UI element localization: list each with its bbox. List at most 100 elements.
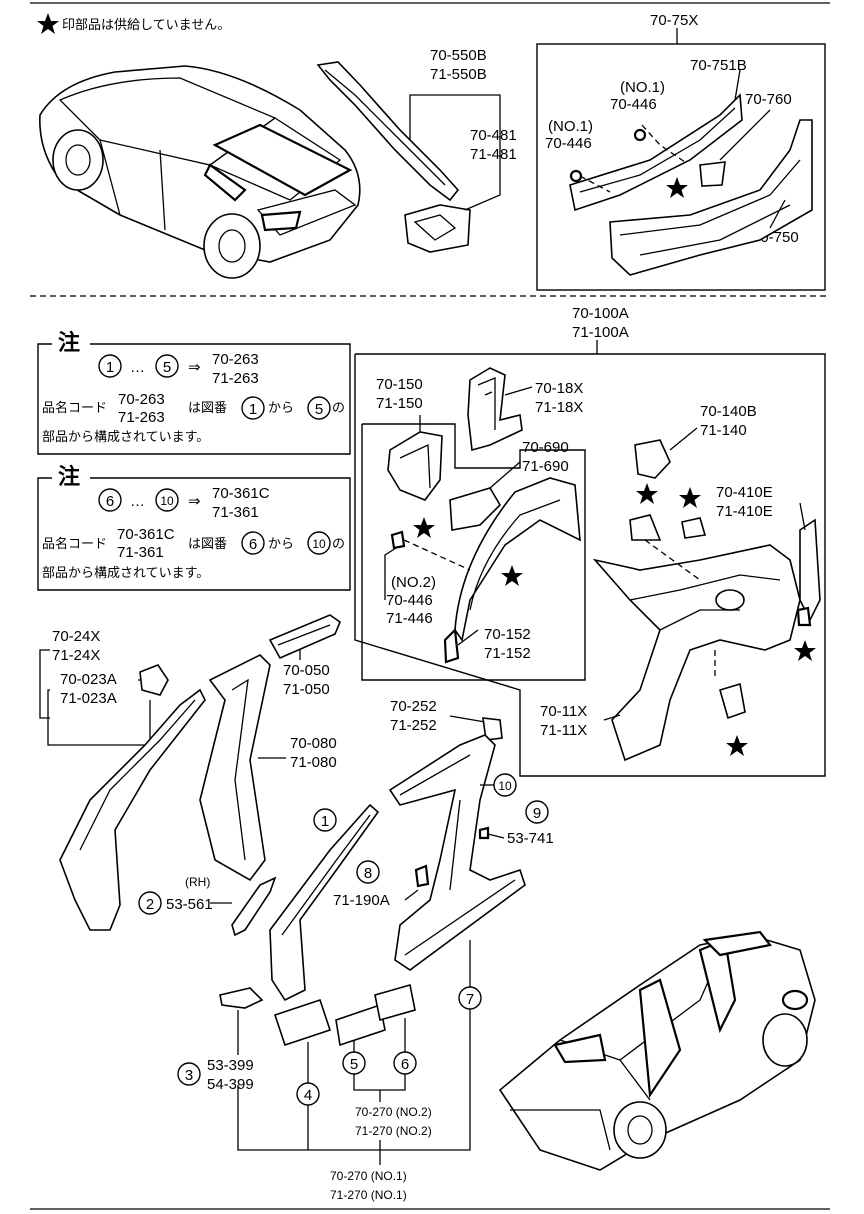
- label-71-080: 71-080: [290, 754, 337, 771]
- star-icon: [37, 13, 59, 34]
- part-1-pillar: [269, 803, 380, 1002]
- label-70-252: 70-252: [390, 698, 437, 715]
- part-5: [335, 1003, 386, 1047]
- label-70-100a: 70-100A: [572, 305, 629, 322]
- part-4: [273, 998, 332, 1047]
- label-no1-b: (NO.1): [548, 118, 593, 135]
- part-70-050: [268, 614, 341, 660]
- car-illustration-rear: [39, 65, 361, 279]
- note1-code1b: 70-263: [118, 391, 165, 408]
- notice: 印部品は供給していません。: [37, 13, 230, 34]
- label-70-410e: 70-410E: [716, 484, 773, 501]
- callout-10: 10: [498, 779, 512, 793]
- label-71-100a: 71-100A: [572, 324, 629, 341]
- note1-circle-b2: 5: [315, 401, 323, 418]
- label-70-140b: 70-140B: [700, 403, 757, 420]
- note2-code1b: 70-361C: [117, 526, 175, 543]
- label-70-270-no1: 70-270 (NO.1): [330, 1169, 407, 1183]
- part-b-pillar-outer: [388, 734, 526, 971]
- label-53-741: 53-741: [507, 830, 554, 847]
- note2-arrow: ⇒: [188, 493, 201, 510]
- callout-6: 6: [401, 1056, 409, 1073]
- note1-arrow: ⇒: [188, 359, 201, 376]
- label-70-75x: 70-75X: [650, 12, 698, 29]
- label-71-11x: 71-11X: [540, 722, 587, 739]
- part-6: [374, 983, 416, 1022]
- label-71-24x: 71-24X: [52, 647, 100, 664]
- car-illustration-front: [498, 930, 816, 1171]
- group-box-70-100a: [354, 353, 826, 777]
- part-b-pillar-inner: [199, 654, 271, 882]
- label-71-050: 71-050: [283, 681, 330, 698]
- note2-no: の: [332, 536, 345, 551]
- callout-3: 3: [185, 1067, 193, 1084]
- note-box-2: 注 6 … 10 ⇒ 70-361C 71-361 品名コード 70-361C …: [37, 464, 351, 591]
- note1-line3: 部品から構成されています。: [42, 429, 209, 444]
- label-70-690: 70-690: [522, 439, 569, 456]
- part-70-550b: [316, 61, 471, 253]
- callout-9: 9: [533, 805, 541, 822]
- label-53-561: 53-561: [166, 896, 213, 913]
- note2-title: 注: [58, 464, 80, 489]
- label-70-080: 70-080: [290, 735, 337, 752]
- callout-4: 4: [304, 1087, 312, 1104]
- note2-circle-b: 10: [160, 494, 174, 508]
- callout-1: 1: [321, 813, 329, 830]
- label-71-140: 71-140: [700, 422, 747, 439]
- label-70-446-a: 70-446: [610, 96, 657, 113]
- note1-title: 注: [58, 330, 80, 355]
- part-71-190a: [414, 864, 430, 888]
- subgroup-box-wheelhouse: [361, 423, 586, 681]
- note2-line2-mid: は図番: [188, 536, 227, 551]
- note2-circle-b2: 10: [312, 537, 326, 551]
- label-70-050: 70-050: [283, 662, 330, 679]
- label-70-11x: 70-11X: [540, 703, 587, 720]
- label-71-270-no1: 71-270 (NO.1): [330, 1188, 407, 1202]
- note1-line2-pre: 品名コード: [42, 400, 107, 415]
- note2-ellipsis: …: [130, 493, 145, 510]
- note1-circle-a2: 1: [249, 401, 257, 418]
- label-71-18x: 71-18X: [535, 399, 583, 416]
- label-70-446: 70-446: [386, 592, 433, 609]
- part-70-75x: [569, 69, 813, 276]
- callout-7: 7: [466, 991, 474, 1008]
- note1-ellipsis: …: [130, 359, 145, 376]
- label-70-023a: 70-023A: [60, 671, 117, 688]
- note2-line3: 部品から構成されています。: [42, 565, 209, 580]
- label-71-150: 71-150: [376, 395, 423, 412]
- label-70-760: 70-760: [745, 91, 792, 108]
- label-70-18x: 70-18X: [535, 380, 583, 397]
- label-71-550b: 71-550B: [430, 66, 487, 83]
- label-54-399: 54-399: [207, 1076, 254, 1093]
- note1-circle-a: 1: [106, 359, 114, 376]
- label-no1-a: (NO.1): [620, 79, 665, 96]
- callout-8: 8: [364, 865, 372, 882]
- note1-code2: 71-263: [212, 370, 259, 387]
- part-53-561: [231, 876, 277, 937]
- label-71-270-no2: 71-270 (NO.2): [355, 1124, 432, 1138]
- label-71-190a: 71-190A: [333, 892, 390, 909]
- note1-circle-b: 5: [163, 359, 171, 376]
- leader: [409, 94, 501, 211]
- label-71-690: 71-690: [522, 458, 569, 475]
- part-53-399: [219, 987, 264, 1009]
- notice-text: 印部品は供給していません。: [62, 17, 230, 32]
- label-70-150: 70-150: [376, 376, 423, 393]
- label-53-399: 53-399: [207, 1057, 254, 1074]
- callout-2: 2: [146, 896, 154, 913]
- label-70-152: 70-152: [484, 626, 531, 643]
- label-70-550b: 70-550B: [430, 47, 487, 64]
- label-rh: (RH): [185, 875, 210, 889]
- label-70-481: 70-481: [470, 127, 517, 144]
- label-71-481: 71-481: [470, 146, 517, 163]
- note1-code2b: 71-263: [118, 409, 165, 426]
- part-a-pillar: [59, 664, 206, 931]
- label-71-410e: 71-410E: [716, 503, 773, 520]
- label-71-446: 71-446: [386, 610, 433, 627]
- parts-70-100a: [384, 367, 821, 762]
- label-70-751b: 70-751B: [690, 57, 747, 74]
- note2-line2-pre: 品名コード: [42, 536, 107, 551]
- callout-5: 5: [350, 1056, 358, 1073]
- label-71-252: 71-252: [390, 717, 437, 734]
